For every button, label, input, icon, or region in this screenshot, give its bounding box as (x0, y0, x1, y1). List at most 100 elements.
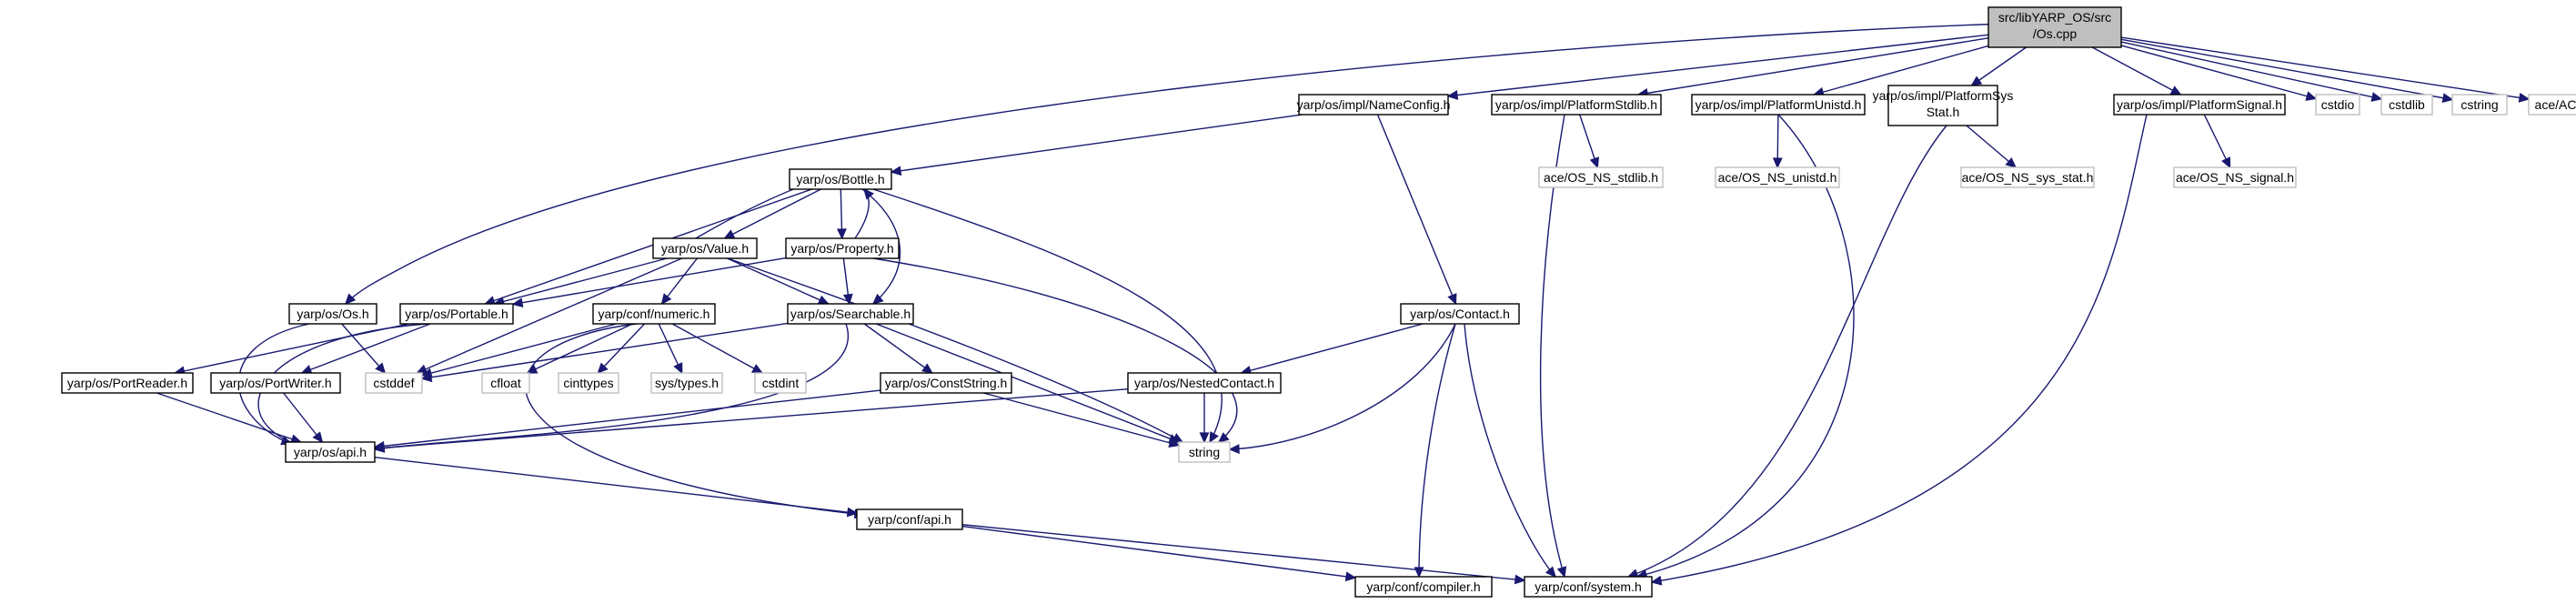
node-pstdlib[interactable]: yarp/os/impl/PlatformStdlib.h (1491, 94, 1662, 116)
edge-searchable-to-conststring (863, 323, 933, 374)
node-system[interactable]: yarp/conf/system.h (1524, 576, 1653, 598)
node-label: yarp/os/Property.h (790, 241, 893, 256)
edge-root-to-cstring (2120, 38, 2454, 103)
edge-line (1814, 45, 1989, 96)
edge-root-to-namecfg (1446, 34, 1989, 100)
edge-arrowhead (1414, 567, 1424, 579)
node-namecfg[interactable]: yarp/os/impl/NameConfig.h (1297, 94, 1451, 116)
node-box (785, 237, 900, 259)
edge-arrowhead (2169, 86, 2182, 96)
node-box (1354, 576, 1493, 598)
node-box (1960, 166, 2095, 188)
node-label: yarp/os/ConstString.h (885, 376, 1008, 390)
edge-root-to-osh (344, 23, 2007, 306)
edge-line (2120, 38, 2453, 101)
edge-arrowhead (673, 362, 683, 375)
edge-arrowhead (373, 442, 385, 453)
node-box (1491, 94, 1662, 116)
edge-line (341, 323, 386, 374)
node-box (1524, 576, 1653, 598)
edge-osh-to-cstddef (341, 323, 387, 375)
nodes-layer: src/libYARP_OS/src/Os.cpp yarp/os/impl/Na… (61, 6, 2576, 598)
node-box (1987, 6, 2122, 48)
node-portreader[interactable]: yarp/os/PortReader.h (61, 372, 194, 394)
edge-contact-to-system (1464, 323, 1556, 579)
edge-line (2203, 114, 2231, 168)
edge-contact-to-string (1228, 323, 1456, 454)
node-cfloat[interactable]: cfloat (481, 372, 530, 394)
edge-line (875, 323, 1180, 443)
edge-line (301, 323, 431, 374)
node-label: yarp/os/NestedContact.h (1134, 376, 1274, 390)
edge-psysstat-to-osnssysstat (1966, 125, 2018, 168)
edge-line (961, 524, 1525, 581)
node-osnsunistd[interactable]: ace/OS_NS_unistd.h (1715, 166, 1840, 188)
edge-bottle-to-portable (483, 188, 812, 306)
node-psignal[interactable]: yarp/os/impl/PlatformSignal.h (2113, 94, 2286, 116)
node-portable[interactable]: yarp/os/Portable.h (399, 303, 514, 325)
node-contact[interactable]: yarp/os/Contact.h (1400, 303, 1520, 325)
node-string[interactable]: string (1178, 441, 1231, 463)
node-numeric[interactable]: yarp/conf/numeric.h (592, 303, 716, 325)
node-systypes[interactable]: sys/types.h (650, 372, 723, 394)
edge-arrowhead (837, 228, 847, 240)
edge-contact-to-nested (1240, 323, 1424, 376)
edge-root-to-psignal (2091, 46, 2182, 96)
edge-portable-to-portwriter (300, 323, 431, 375)
node-nested[interactable]: yarp/os/NestedContact.h (1127, 372, 1282, 394)
edge-arrowhead (842, 293, 853, 306)
edge-psignal-to-osnssignal (2203, 114, 2231, 169)
edge-line (374, 389, 881, 448)
edge-arrowhead (846, 507, 859, 518)
node-osh[interactable]: yarp/os/Os.h (288, 303, 377, 325)
node-label: cinttypes (563, 376, 613, 390)
node-label: yarp/os/impl/PlatformStdlib.h (1495, 97, 1657, 112)
node-box (789, 168, 892, 190)
node-punistd[interactable]: yarp/os/impl/PlatformUnistd.h (1691, 94, 1866, 116)
node-conststring[interactable]: yarp/os/ConstString.h (880, 372, 1012, 394)
node-osnssignal[interactable]: ace/OS_NS_signal.h (2173, 166, 2297, 188)
node-property[interactable]: yarp/os/Property.h (785, 237, 900, 259)
edge-arrowhead (817, 295, 830, 305)
node-label: src/libYARP_OS/src (1998, 10, 2111, 25)
node-cstdio[interactable]: cstdio (2315, 94, 2360, 116)
node-value[interactable]: yarp/os/Value.h (652, 237, 758, 259)
edge-value-to-numeric (660, 257, 698, 306)
node-osnssysstat[interactable]: ace/OS_NS_sys_stat.h (1960, 166, 2095, 188)
node-bottle[interactable]: yarp/os/Bottle.h (789, 168, 892, 190)
edge-line (345, 23, 2007, 305)
node-cstring[interactable]: cstring (2451, 94, 2508, 116)
node-cstdint[interactable]: cstdint (754, 372, 807, 394)
node-osapi[interactable]: yarp/os/api.h (285, 441, 376, 463)
node-cstddef[interactable]: cstddef (365, 372, 423, 394)
node-aceh[interactable]: ace/ACE.h (2528, 94, 2576, 116)
edge-value-to-string (727, 257, 1184, 443)
node-cinttypes[interactable]: cinttypes (558, 372, 619, 394)
node-osnsstdlib[interactable]: ace/OS_NS_stdlib.h (1538, 166, 1664, 188)
node-label: yarp/os/PortWriter.h (219, 376, 331, 390)
edge-line (671, 323, 763, 374)
node-searchable[interactable]: yarp/os/Searchable.h (787, 303, 914, 325)
edge-line (872, 257, 1238, 443)
node-confapi[interactable]: yarp/conf/api.h (856, 508, 963, 530)
node-box (1715, 166, 1840, 188)
node-portwriter[interactable]: yarp/os/PortWriter.h (210, 372, 341, 394)
node-box (61, 372, 194, 394)
edge-line (724, 188, 821, 239)
node-label: yarp/os/impl/NameConfig.h (1297, 97, 1451, 112)
edge-arrowhead (2518, 92, 2531, 103)
node-compiler[interactable]: yarp/conf/compiler.h (1354, 576, 1493, 598)
edge-confapi-to-system (961, 524, 1526, 585)
node-label: yarp/os/Searchable.h (790, 307, 911, 321)
edge-portwriter-to-osapi (283, 392, 324, 444)
edge-property-to-bottle (854, 187, 874, 239)
edge-line (891, 114, 1303, 173)
node-label: yarp/conf/system.h (1535, 579, 1642, 594)
edge-numeric-to-systypes (658, 323, 683, 375)
edge-arrowhead (1589, 156, 1600, 169)
node-cstdlib[interactable]: cstdlib (2380, 94, 2433, 116)
node-root[interactable]: src/libYARP_OS/src/Os.cpp (1987, 6, 2122, 48)
edge-line (1637, 37, 1989, 96)
node-box (2315, 94, 2360, 116)
